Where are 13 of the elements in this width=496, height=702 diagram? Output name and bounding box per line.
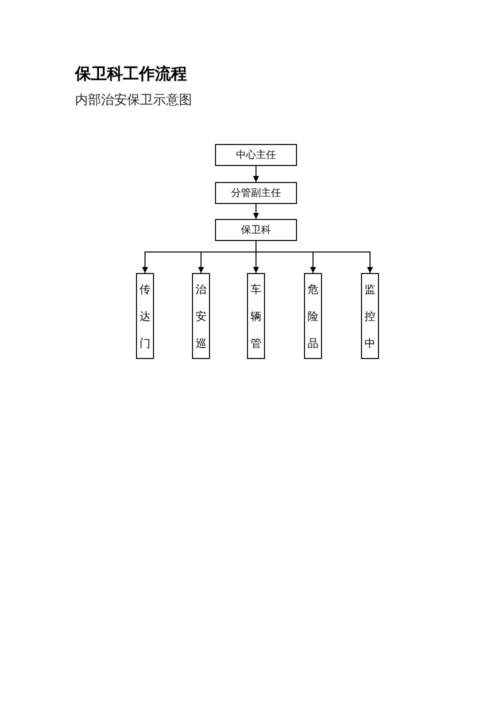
arrow: [253, 204, 259, 220]
process-box: 中心主任: [215, 144, 297, 166]
process-box: 分管副主任: [215, 182, 297, 204]
department-box: 治安巡: [192, 273, 210, 359]
department-box: 危险品: [304, 273, 322, 359]
department-box: 传达门: [136, 273, 154, 359]
arrow: [253, 166, 259, 182]
department-box: 监控中: [361, 273, 379, 359]
title: 保卫科工作流程: [75, 64, 187, 85]
arrow: [256, 240, 373, 274]
department-box: 车辆管: [247, 273, 265, 359]
process-box: 保卫科: [215, 219, 297, 241]
subtitle: 内部治安保卫示意图: [75, 92, 192, 109]
